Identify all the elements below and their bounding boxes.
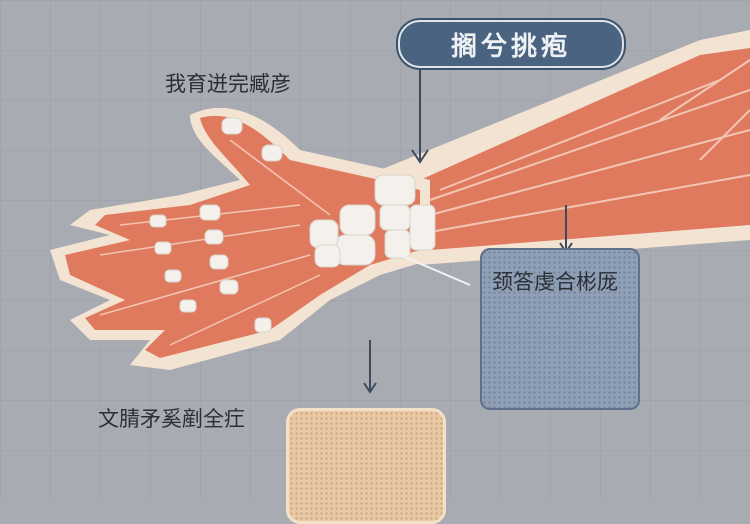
title-label: 搁兮挑疱	[398, 20, 624, 68]
hand-muscle	[65, 115, 420, 358]
info-panel-tan	[286, 408, 446, 524]
forearm-muscle	[420, 48, 750, 250]
arm-hand-illustration	[50, 30, 750, 394]
label-right-panel: 颈答虔合彬厐	[492, 270, 618, 294]
label-bottom-left: 文腈矛奚剷全疘	[98, 407, 245, 431]
info-panel-blue	[480, 248, 640, 410]
label-top-left: 我育迸完臧彦	[165, 72, 291, 96]
